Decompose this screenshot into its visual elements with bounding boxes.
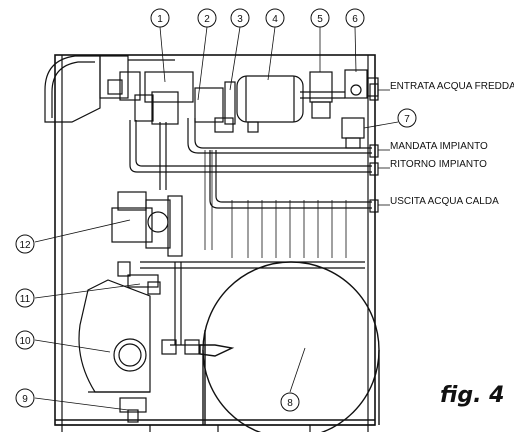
callout-9: 9 bbox=[22, 394, 28, 405]
drain-valve bbox=[119, 339, 205, 423]
label-cold-water-inlet: ENTRATA ACQUA FREDDA bbox=[390, 81, 514, 92]
callout-6: 6 bbox=[352, 14, 358, 25]
safety-valve bbox=[117, 261, 182, 345]
figure-caption: fig. 4 bbox=[440, 383, 504, 408]
small-tank bbox=[236, 75, 304, 133]
callout-11: 11 bbox=[20, 294, 31, 305]
flue-hood bbox=[44, 55, 175, 123]
back-plates bbox=[204, 150, 347, 258]
leader-lines bbox=[34, 26, 399, 411]
label-hot-water-outlet: USCITA ACQUA CALDA bbox=[390, 196, 499, 207]
label-system-return: RITORNO IMPIANTO bbox=[390, 159, 487, 170]
callout-2: 2 bbox=[204, 14, 210, 25]
callout-numbers: 1 2 3 4 5 6 7 8 9 10 11 12 bbox=[19, 14, 410, 409]
blower-fan bbox=[78, 279, 151, 393]
callout-1: 1 bbox=[157, 14, 163, 25]
circulator-pump bbox=[111, 191, 183, 257]
callout-12: 12 bbox=[19, 240, 31, 251]
plate-block bbox=[194, 81, 236, 133]
callout-10: 10 bbox=[19, 336, 31, 347]
callout-8: 8 bbox=[287, 398, 293, 409]
label-system-flow: MANDATA IMPIANTO bbox=[390, 141, 488, 152]
callout-3: 3 bbox=[237, 14, 243, 25]
connection-labels: ENTRATA ACQUA FREDDA MANDATA IMPIANTO RI… bbox=[390, 81, 514, 207]
callout-4: 4 bbox=[272, 14, 278, 25]
callout-5: 5 bbox=[317, 14, 323, 25]
callout-7: 7 bbox=[404, 114, 410, 125]
pipe-connectors bbox=[369, 83, 379, 213]
big-tank bbox=[199, 261, 380, 432]
valve-block bbox=[107, 71, 194, 125]
pipes bbox=[129, 91, 372, 269]
callout-circles bbox=[15, 8, 417, 412]
cabinet-outline bbox=[54, 54, 376, 432]
